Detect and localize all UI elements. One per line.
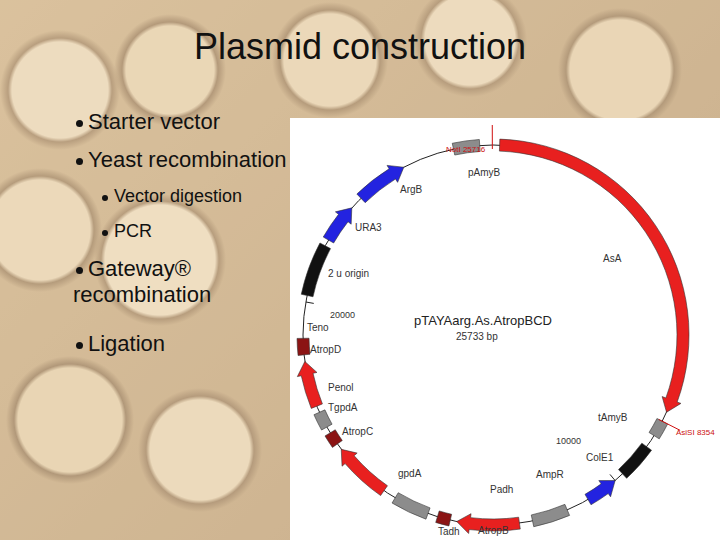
feature-arc [585,481,615,505]
feature-arc [436,511,452,526]
scale-tick [306,302,314,303]
feature-arc [357,165,404,202]
feature-arc [323,208,352,243]
map-panel [290,118,720,540]
feature-arc [325,430,342,448]
bullet-item: PCR [114,221,152,242]
feature-arc [392,493,430,519]
feature-arc [341,449,387,495]
feature-label: NotI 25716 [446,145,485,154]
feature-label: gpdA [398,468,421,479]
bullet-dot [76,267,83,274]
feature-label: 20000 [330,310,355,320]
feature-label: pAmyB [468,167,500,178]
feature-arc [297,361,322,408]
feature-label: AtropC [342,426,373,437]
bullet-item: Ligation [88,331,165,357]
feature-label: 2 u origin [328,268,369,279]
bullet-item: Vector digestion [114,186,242,207]
bullet-dot [76,342,83,349]
bullet-item: Gateway® recombination [73,256,278,308]
feature-label: tAmyB [598,412,627,423]
feature-arc [301,243,330,297]
scale-tick [610,474,615,480]
bullet-dot [76,120,83,127]
feature-label: Padh [490,484,513,495]
feature-arc [499,139,689,412]
slide-title: Plasmid construction [0,26,720,68]
feature-label: AsA [603,253,621,264]
bullet-dot [76,158,83,165]
feature-label: ArgB [400,184,422,195]
bullet-dot [102,195,108,201]
feature-label: AtropB [478,525,509,536]
feature-label: 10000 [556,436,581,446]
bullet-item: Yeast recombination [88,147,287,173]
bullet-item: Starter vector [88,109,220,135]
feature-label: AmpR [536,469,564,480]
plasmid-name: pTAYAarg.As.AtropBCD [414,313,552,328]
feature-label: Teno [307,322,329,333]
site-marker [492,125,493,149]
feature-label: URA3 [355,222,382,233]
bullet-dot [102,230,108,236]
feature-label: ColE1 [586,452,613,463]
feature-arc [297,338,310,355]
feature-arc [531,504,569,526]
feature-label: Penol [328,382,354,393]
feature-label: AtropD [310,344,341,355]
feature-label: TgpdA [328,402,357,413]
feature-arc [649,419,668,439]
plasmid-name: 25733 bp [456,331,498,342]
feature-arc [618,443,651,478]
feature-label: Tadh [438,526,460,537]
feature-label: AsiSI 8354 [676,428,715,437]
